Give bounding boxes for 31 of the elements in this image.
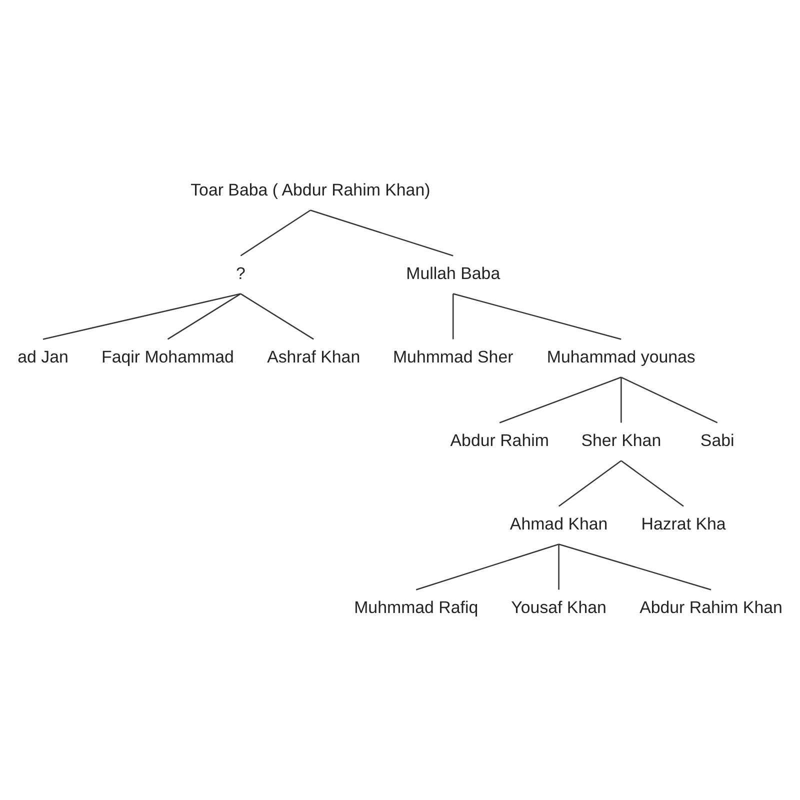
connector <box>240 293 314 340</box>
node-text: Ashraf Khan <box>267 347 360 366</box>
connector <box>620 460 684 507</box>
connector <box>42 293 241 340</box>
node-text: ? <box>236 264 246 283</box>
node-text: Muhammad younas <box>546 347 696 366</box>
node-text: Muhmmad Sher <box>392 347 514 366</box>
connector <box>452 294 454 340</box>
node-text: Mullah Baba <box>406 264 500 283</box>
connector <box>167 293 241 340</box>
node-text: Hazrat Kha <box>641 514 726 534</box>
node-text: Abdur Rahim Khan <box>640 598 782 617</box>
connector <box>558 460 622 507</box>
node-text: Ahmad Khan <box>510 514 608 534</box>
connector <box>499 376 622 424</box>
connector <box>620 377 622 423</box>
connector <box>558 544 712 590</box>
node-text: Muhmmad Rafiq <box>354 598 478 617</box>
node-text: Faqir Mohammad <box>101 347 234 366</box>
connector <box>452 293 622 340</box>
node-text: ad Jan <box>18 347 68 366</box>
node-text: Sabi <box>700 430 734 450</box>
connector <box>620 376 718 424</box>
connector <box>558 544 560 590</box>
connector <box>240 210 311 256</box>
node-text: Sher Khan <box>581 430 662 450</box>
node-text: Abdur Rahim <box>450 430 549 450</box>
connector <box>310 210 454 256</box>
node-text: Yousaf Khan <box>511 598 606 617</box>
node-text: Toar Baba ( Abdur Rahim Khan) <box>190 180 430 200</box>
connector <box>416 544 559 590</box>
